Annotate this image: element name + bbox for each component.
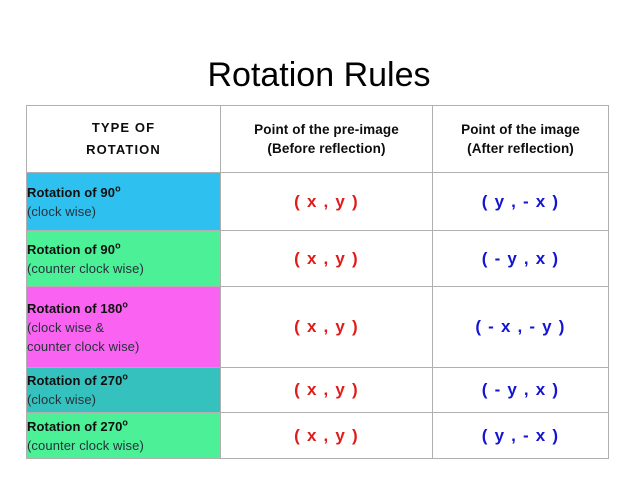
table-header-row: TYPE OF ROTATION Point of the pre-image …	[26, 105, 609, 173]
row-label-rotation-270-clockwise: Rotation of 270o (clock wise)	[26, 367, 221, 413]
table-row: Rotation of 180o (clock wise & counter c…	[26, 286, 609, 368]
row-label-main: Rotation of 90o	[27, 240, 121, 257]
row-label-sub: (counter clock wise)	[27, 437, 144, 453]
rotation-rules-table: TYPE OF ROTATION Point of the pre-image …	[26, 105, 609, 459]
header-line-2: ROTATION	[86, 142, 161, 157]
table-row: Rotation of 270o (counter clock wise) ( …	[26, 412, 609, 459]
cell-image-value: ( - y , x )	[432, 230, 609, 287]
cell-pre-image-value: ( x , y )	[220, 172, 433, 231]
row-label-sub-2: counter clock wise)	[27, 338, 140, 354]
degree-symbol: o	[115, 240, 121, 251]
cell-pre-image-value: ( x , y )	[220, 412, 433, 459]
degree-symbol: o	[122, 417, 129, 428]
table-row: Rotation of 90o (clock wise) ( x , y ) (…	[26, 172, 609, 231]
cell-pre-image-value: ( x , y )	[220, 286, 433, 368]
degree-symbol: o	[122, 299, 129, 310]
row-label-sub: (clock wise &	[27, 319, 105, 335]
row-label-main: Rotation of 270o	[27, 417, 129, 434]
header-line-1: Point of the image	[461, 122, 580, 137]
row-label-main: Rotation of 180o	[27, 299, 129, 316]
header-line-2: (Before reflection)	[267, 141, 386, 156]
degree-symbol: o	[115, 183, 121, 194]
cell-pre-image-value: ( x , y )	[220, 230, 433, 287]
table-row: Rotation of 90o (counter clock wise) ( x…	[26, 230, 609, 287]
cell-pre-image-value: ( x , y )	[220, 367, 433, 413]
row-label-main: Rotation of 90o	[27, 183, 121, 200]
row-label-sub: (clock wise)	[27, 392, 97, 407]
header-line-2: (After reflection)	[467, 141, 574, 156]
header-cell-type-of-rotation: TYPE OF ROTATION	[26, 105, 221, 173]
cell-image-value: ( y , - x )	[432, 412, 609, 459]
table-row: Rotation of 270o (clock wise) ( x , y ) …	[26, 367, 609, 413]
header-cell-pre-image: Point of the pre-image (Before reflectio…	[220, 105, 433, 173]
cell-image-value: ( - x , - y )	[432, 286, 609, 368]
row-label-rotation-180: Rotation of 180o (clock wise & counter c…	[26, 286, 221, 368]
header-cell-image: Point of the image (After reflection)	[432, 105, 609, 173]
page-title: Rotation Rules	[207, 56, 431, 94]
row-label-sub: (counter clock wise)	[27, 260, 144, 276]
header-line-1: Point of the pre-image	[254, 122, 399, 137]
row-label-rotation-270-counter-clockwise: Rotation of 270o (counter clock wise)	[26, 412, 221, 459]
cell-image-value: ( - y , x )	[432, 367, 609, 413]
row-label-main: Rotation of 270o	[27, 371, 129, 388]
cell-image-value: ( y , - x )	[432, 172, 609, 231]
row-label-rotation-90-clockwise: Rotation of 90o (clock wise)	[26, 172, 221, 231]
row-label-sub: (clock wise)	[27, 203, 97, 219]
header-line-1: TYPE OF	[91, 120, 156, 135]
row-label-rotation-90-counter-clockwise: Rotation of 90o (counter clock wise)	[26, 230, 221, 287]
degree-symbol: o	[122, 371, 129, 382]
